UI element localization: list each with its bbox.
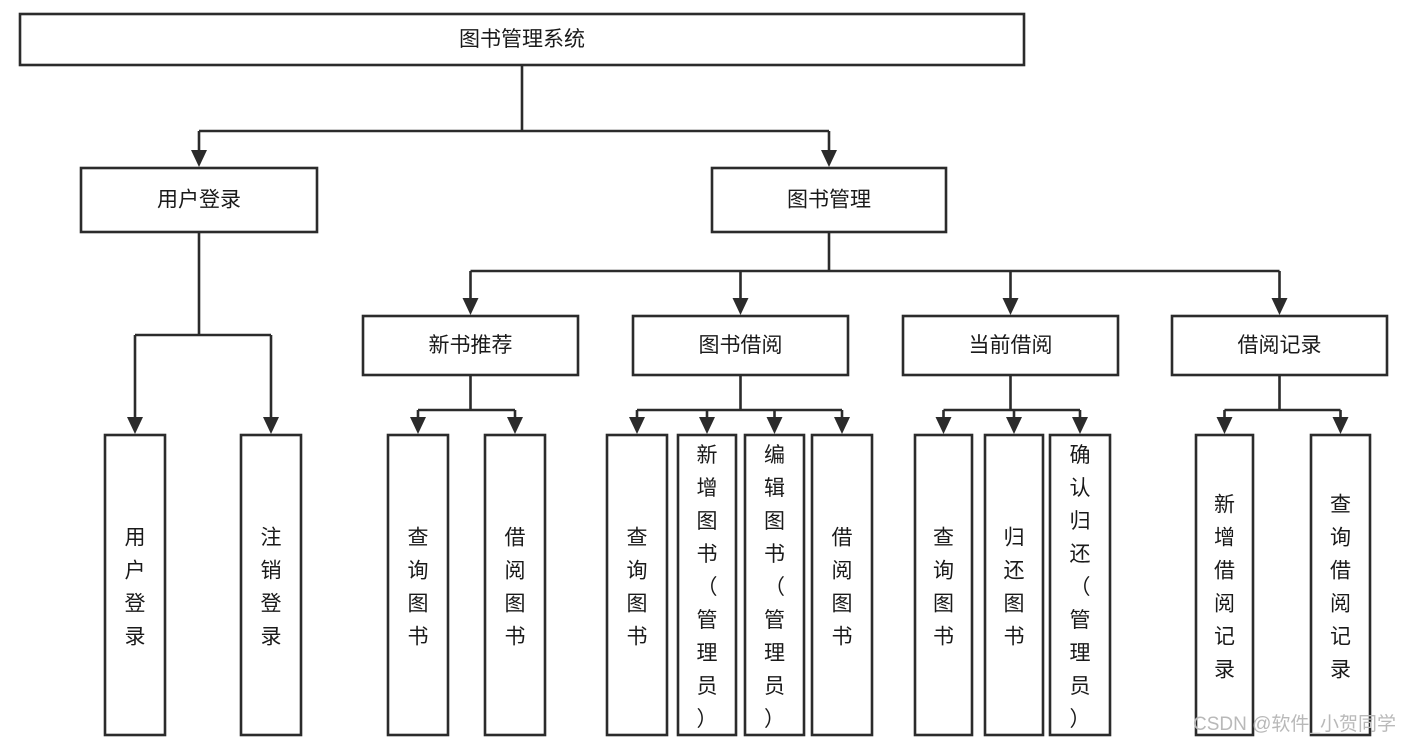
node-box [676,433,738,737]
node-leaf-add-record[interactable]: 新增借阅记录 [1194,433,1255,737]
node-leaf-query-book-b[interactable]: 查询图书 [605,433,669,737]
node-label: 注销登录 [261,527,282,649]
node-label: 图书借阅 [699,334,783,357]
node-box [1309,433,1372,737]
node-box [901,314,1120,377]
node-box [361,314,580,377]
node-label: 编辑图书（管理员） [764,444,785,731]
node-leaf-logout[interactable]: 注销登录 [239,433,303,737]
node-label: 借阅图书 [505,527,526,649]
node-leaf-query-book-c[interactable]: 查询图书 [913,433,974,737]
node-leaf-borrow-book-b[interactable]: 借阅图书 [810,433,874,737]
node-root[interactable]: 图书管理系统 [18,12,1026,67]
node-leaf-query-record[interactable]: 查询借阅记录 [1309,433,1372,737]
node-label: 确认归还（管理员） [1070,444,1091,731]
node-box [386,433,450,737]
node-leaf-query-book-a[interactable]: 查询图书 [386,433,450,737]
node-label: 归还图书 [1004,527,1025,649]
node-label: 查询借阅记录 [1330,494,1351,682]
node-label: 新增图书（管理员） [697,444,718,731]
node-leaf-confirm-return[interactable]: 确认归还（管理员） [1048,433,1112,737]
node-book-manage[interactable]: 图书管理 [710,166,948,234]
node-label: 查询图书 [408,527,429,649]
node-label: 图书管理系统 [459,28,585,51]
node-box [810,433,874,737]
node-label: 查询图书 [933,527,954,649]
node-box [1194,433,1255,737]
node-box [1048,433,1112,737]
node-box [103,433,167,737]
node-label: 用户登录 [157,189,241,212]
node-box [239,433,303,737]
node-box [710,166,948,234]
node-box [1170,314,1389,377]
node-leaf-borrow-book-a[interactable]: 借阅图书 [483,433,547,737]
node-book-borrow[interactable]: 图书借阅 [631,314,850,377]
node-label: 当前借阅 [969,334,1053,357]
node-layer: 图书管理系统用户登录图书管理新书推荐图书借阅当前借阅借阅记录用户登录注销登录查询… [18,12,1389,737]
node-label: 新增借阅记录 [1214,494,1235,682]
node-box [743,433,806,737]
node-label: 用户登录 [125,527,146,649]
node-label: 借阅图书 [832,527,853,649]
node-box [18,12,1026,67]
csdn-watermark: CSDN @软件_小贺同学 [1193,713,1396,735]
node-box [483,433,547,737]
node-box [983,433,1045,737]
node-user-login[interactable]: 用户登录 [79,166,319,234]
node-label: 新书推荐 [429,334,513,357]
node-label: 借阅记录 [1238,334,1322,357]
node-leaf-add-book[interactable]: 新增图书（管理员） [676,433,738,737]
node-leaf-edit-book[interactable]: 编辑图书（管理员） [743,433,806,737]
node-leaf-return-book[interactable]: 归还图书 [983,433,1045,737]
connector-layer [127,65,1349,434]
node-new-book-rec[interactable]: 新书推荐 [361,314,580,377]
node-box [605,433,669,737]
node-leaf-user-login[interactable]: 用户登录 [103,433,167,737]
node-box [631,314,850,377]
node-box [913,433,974,737]
node-borrow-record[interactable]: 借阅记录 [1170,314,1389,377]
node-label: 查询图书 [627,527,648,649]
node-current-borrow[interactable]: 当前借阅 [901,314,1120,377]
node-box [79,166,319,234]
node-label: 图书管理 [787,189,871,212]
